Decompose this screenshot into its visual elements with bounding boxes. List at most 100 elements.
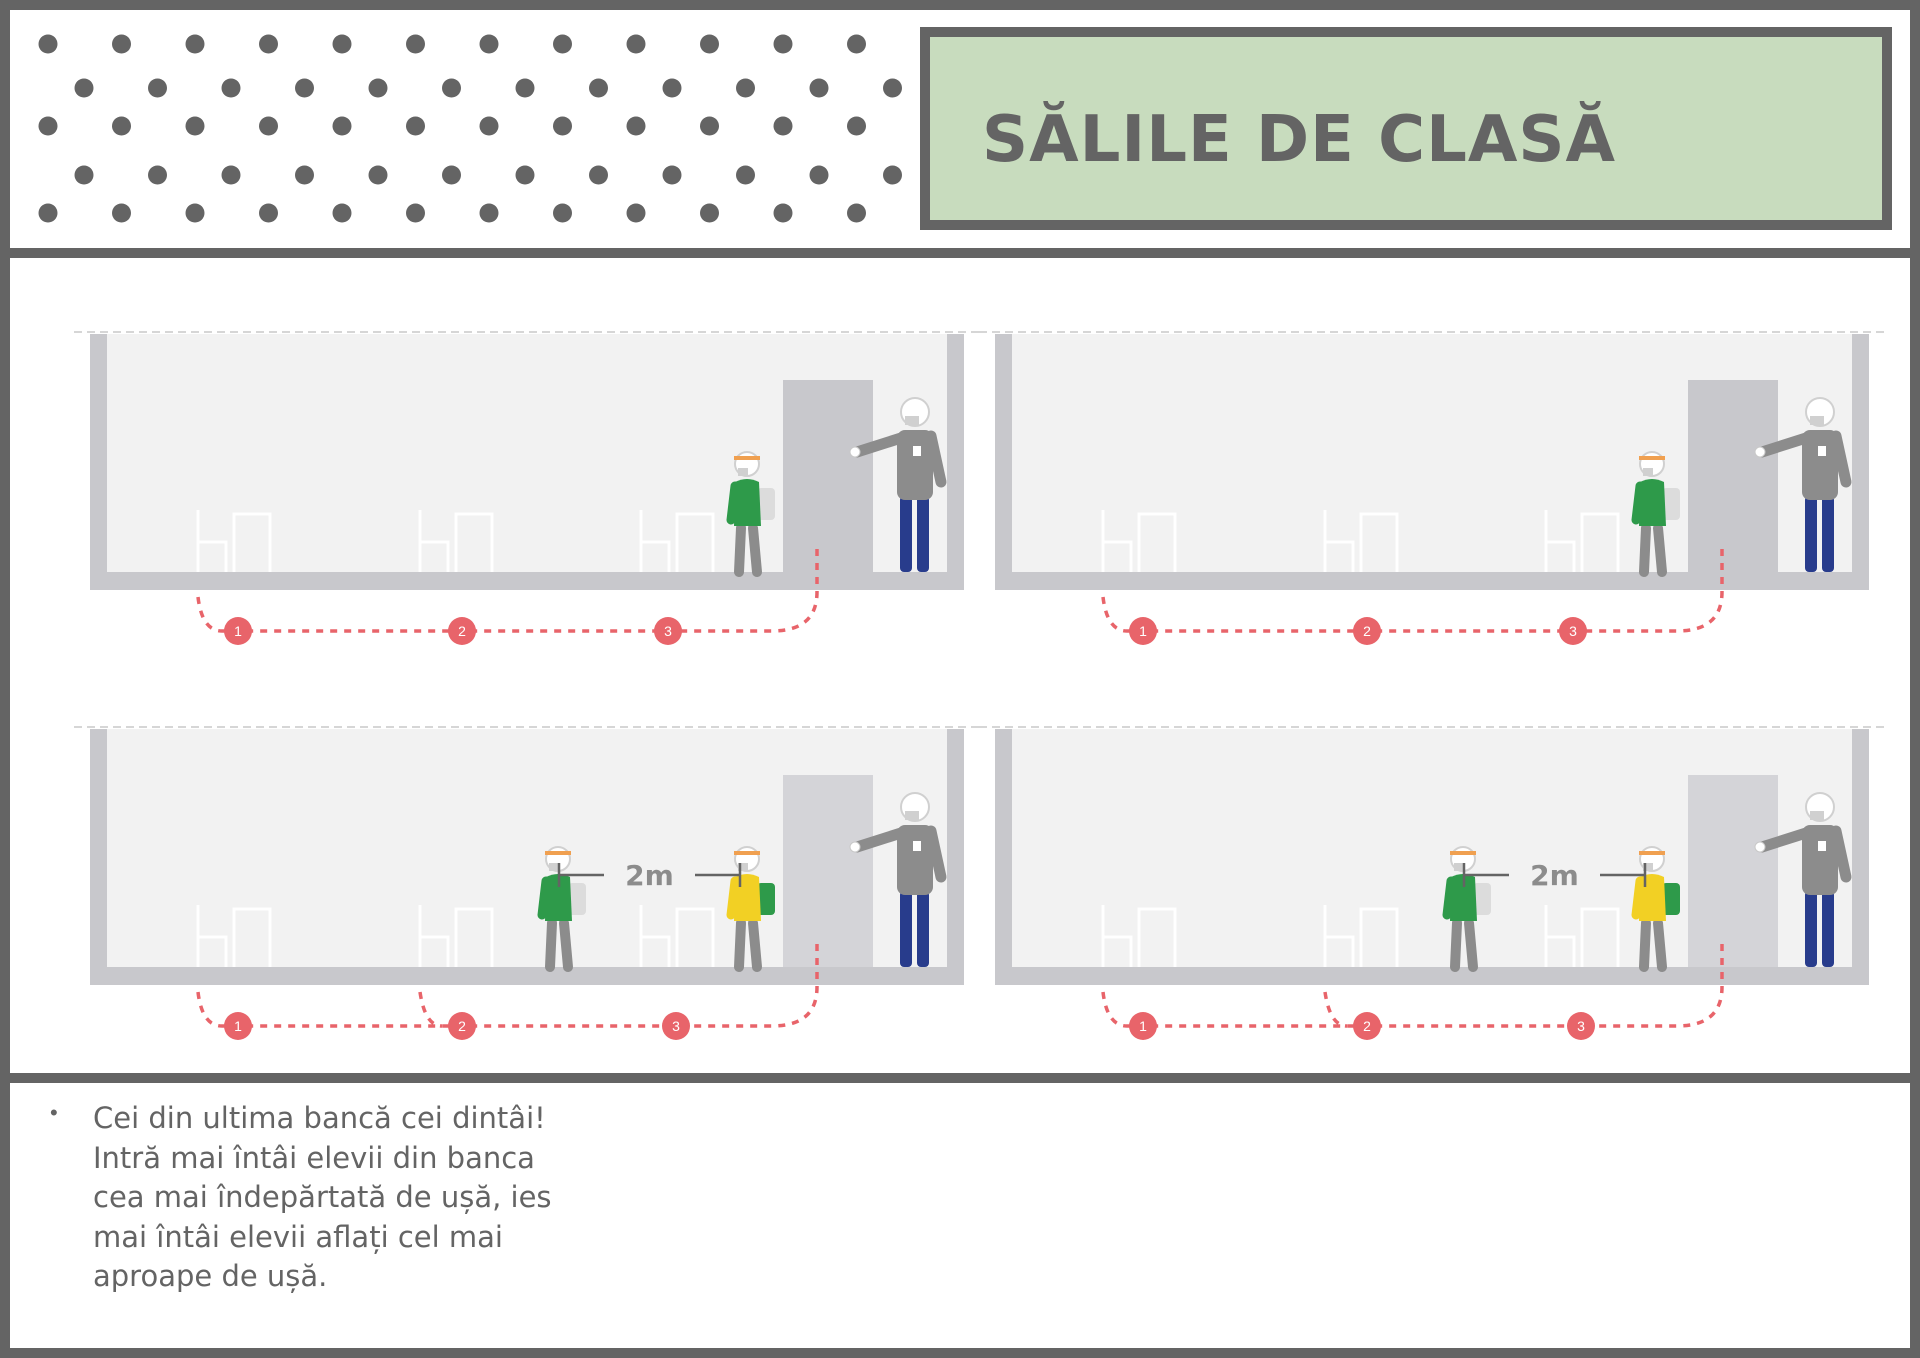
- route-step-marker: 3: [1559, 617, 1587, 645]
- desk-chair-icon: [639, 510, 715, 572]
- pattern-dot: [74, 78, 94, 98]
- scene-1: 1 2 3: [74, 331, 982, 645]
- pattern-dot: [479, 34, 499, 54]
- distance-indicator: 2m: [557, 859, 742, 892]
- pattern-dot: [185, 203, 205, 223]
- pattern-dot: [700, 34, 719, 54]
- route-step-marker: 2: [448, 617, 476, 645]
- room-wall-right: [947, 334, 964, 590]
- pattern-dot: [589, 78, 608, 98]
- instruction-line: Intră mai întâi elevii din banca: [93, 1140, 535, 1175]
- pattern-dot: [736, 78, 755, 98]
- student-icon: [726, 451, 775, 577]
- pattern-dot: [185, 116, 205, 136]
- room-wall-right: [1852, 334, 1869, 590]
- desk-chair-icon: [1323, 510, 1399, 572]
- pattern-dot: [662, 165, 682, 185]
- desk-chair-icon: [639, 905, 715, 967]
- instruction-line: cea mai îndepărtată de ușă, ies: [93, 1180, 552, 1214]
- room-floor: [90, 572, 964, 590]
- route-step-label: 3: [672, 1018, 680, 1034]
- pattern-dot: [589, 165, 608, 185]
- route-step-marker: 3: [1567, 1012, 1595, 1040]
- pattern-dot: [38, 34, 58, 54]
- student-icon: [537, 846, 586, 972]
- exit-route-path: [1101, 544, 1724, 633]
- room-wall-left: [90, 334, 107, 590]
- pattern-dot: [773, 116, 793, 136]
- route-step-marker: 2: [1353, 617, 1381, 645]
- distance-label: 2m: [625, 859, 674, 892]
- teacher-icon: [1754, 397, 1852, 572]
- route-step-marker: 3: [654, 617, 682, 645]
- teacher-icon: [849, 397, 947, 572]
- pattern-dot: [38, 116, 58, 136]
- route-step-label: 1: [234, 623, 242, 639]
- route-step-marker: 1: [224, 617, 252, 645]
- desk-chair-icon: [418, 510, 494, 572]
- instruction-text: Cei din ultima bancă cei dintâi! Intră m…: [93, 1099, 653, 1297]
- route-step-label: 1: [1139, 1018, 1147, 1034]
- pattern-dot: [847, 34, 866, 54]
- pattern-dot: [406, 203, 425, 223]
- desk-chair-icon: [1101, 905, 1177, 967]
- room-wall-left: [995, 334, 1012, 590]
- pattern-dot: [883, 165, 902, 185]
- pattern-dot: [515, 165, 535, 185]
- pattern-dot: [847, 203, 866, 223]
- room-floor: [995, 967, 1869, 985]
- desk-chair-icon: [1544, 905, 1620, 967]
- desk-chair-icon: [1544, 510, 1620, 572]
- door: [783, 380, 873, 572]
- scene-4: 2m 1 2 3: [979, 726, 1887, 1040]
- pattern-dot: [626, 203, 646, 223]
- pattern-dot: [809, 165, 829, 185]
- pattern-dot: [259, 34, 278, 54]
- room-wall-left: [90, 729, 107, 985]
- pattern-dot: [442, 78, 461, 98]
- pattern-dot: [515, 78, 535, 98]
- instruction-line: Cei din ultima bancă cei dintâi!: [93, 1101, 546, 1135]
- pattern-dot: [221, 165, 241, 185]
- pattern-dot: [700, 203, 719, 223]
- distance-indicator: 2m: [1462, 859, 1647, 892]
- room-wall-right: [1852, 729, 1869, 985]
- pattern-dot: [406, 34, 425, 54]
- pattern-dot: [74, 165, 94, 185]
- instruction-line: mai întâi elevii aflați cel mai: [93, 1219, 503, 1254]
- route-step-marker: 1: [1129, 617, 1157, 645]
- pattern-dot: [259, 203, 278, 223]
- route-step-label: 2: [1363, 623, 1371, 639]
- pattern-dot: [847, 116, 866, 136]
- desk-chair-icon: [1101, 510, 1177, 572]
- pattern-dot: [553, 116, 572, 136]
- pattern-dot: [662, 78, 682, 98]
- route-step-label: 2: [1363, 1018, 1371, 1034]
- pattern-dot: [442, 165, 461, 185]
- pattern-dot: [368, 78, 388, 98]
- exit-route-path: [1101, 939, 1724, 1028]
- pattern-dot: [295, 165, 314, 185]
- route-step-label: 3: [664, 623, 672, 639]
- exit-route-path: [196, 939, 819, 1028]
- instruction-line: aproape de ușă.: [93, 1259, 328, 1293]
- desk-chair-icon: [196, 510, 272, 572]
- teacher-icon: [1754, 792, 1852, 967]
- door: [1688, 775, 1778, 967]
- pattern-dot: [332, 116, 352, 136]
- pattern-dot: [185, 34, 205, 54]
- pattern-dot: [773, 34, 793, 54]
- exit-route-path: [196, 544, 819, 633]
- pattern-dot: [626, 116, 646, 136]
- title-box: SĂLILE DE CLASĂ: [920, 27, 1892, 230]
- pattern-dot: [295, 78, 314, 98]
- route-step-label: 2: [458, 623, 466, 639]
- route-step-marker: 3: [662, 1012, 690, 1040]
- room-floor: [995, 572, 1869, 590]
- pattern-dot: [221, 78, 241, 98]
- pattern-dot: [553, 203, 572, 223]
- route-step-label: 1: [1139, 623, 1147, 639]
- pattern-dot: [479, 203, 499, 223]
